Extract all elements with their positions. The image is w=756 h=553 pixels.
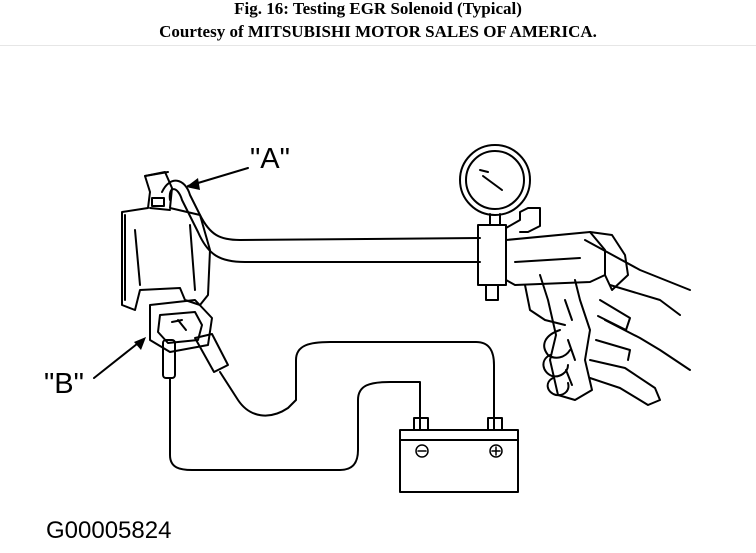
vacuum-gauge xyxy=(459,144,531,226)
callout-label-b: "B" xyxy=(44,368,84,400)
callout-label-a: "A" xyxy=(250,143,290,175)
arrowhead-b xyxy=(134,337,146,350)
figure-title: Fig. 16: Testing EGR Solenoid (Typical) xyxy=(234,0,522,18)
hand-vacuum-pump xyxy=(477,207,629,401)
egr-solenoid xyxy=(121,171,211,311)
arrowhead-a xyxy=(186,178,200,190)
hand xyxy=(542,239,691,406)
figure-courtesy: Courtesy of MITSUBISHI MOTOR SALES OF AM… xyxy=(159,22,597,41)
figure-id: G00005824 xyxy=(46,517,171,544)
battery xyxy=(399,417,519,493)
caption-divider xyxy=(0,45,756,46)
vacuum-hose xyxy=(161,179,481,263)
test-wiring xyxy=(169,341,495,471)
solenoid-connector xyxy=(149,299,229,379)
